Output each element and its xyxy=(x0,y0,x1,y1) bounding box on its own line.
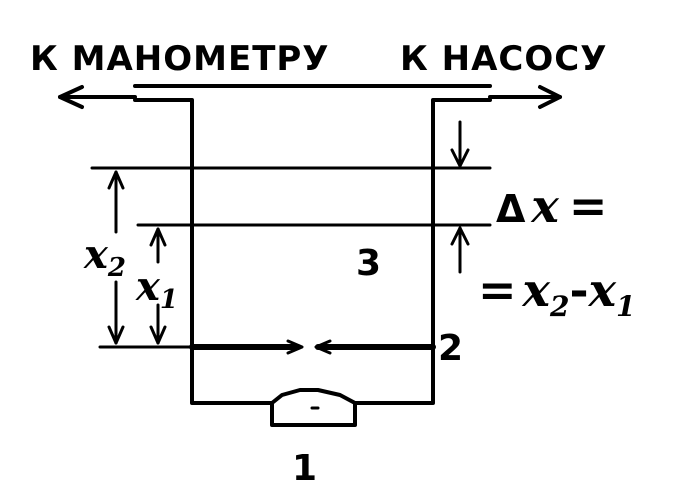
x1-dimension-arrow xyxy=(149,227,167,345)
delta-arrow-down-icon xyxy=(450,120,470,168)
part-2-label: 2 xyxy=(438,328,463,369)
to-manometer-label: К МАНОМЕТРУ xyxy=(30,39,330,79)
dim-x1-label: x1 xyxy=(135,263,178,315)
bottom-fitting xyxy=(270,388,357,427)
part-1-label: 1 xyxy=(292,448,317,489)
formula-line-2: =x2-x1 xyxy=(478,263,635,323)
piston-line xyxy=(189,339,436,355)
arrow-left-icon xyxy=(58,85,137,109)
to-pump-label: К НАСОСУ xyxy=(400,39,607,79)
part-3-label: 3 xyxy=(356,243,381,284)
container-vessel xyxy=(133,98,492,405)
dim-x2-label: x2 xyxy=(83,231,126,283)
x2-dimension-arrow xyxy=(107,170,125,345)
delta-arrow-up-icon xyxy=(450,226,470,274)
arrow-right-icon xyxy=(488,85,562,109)
